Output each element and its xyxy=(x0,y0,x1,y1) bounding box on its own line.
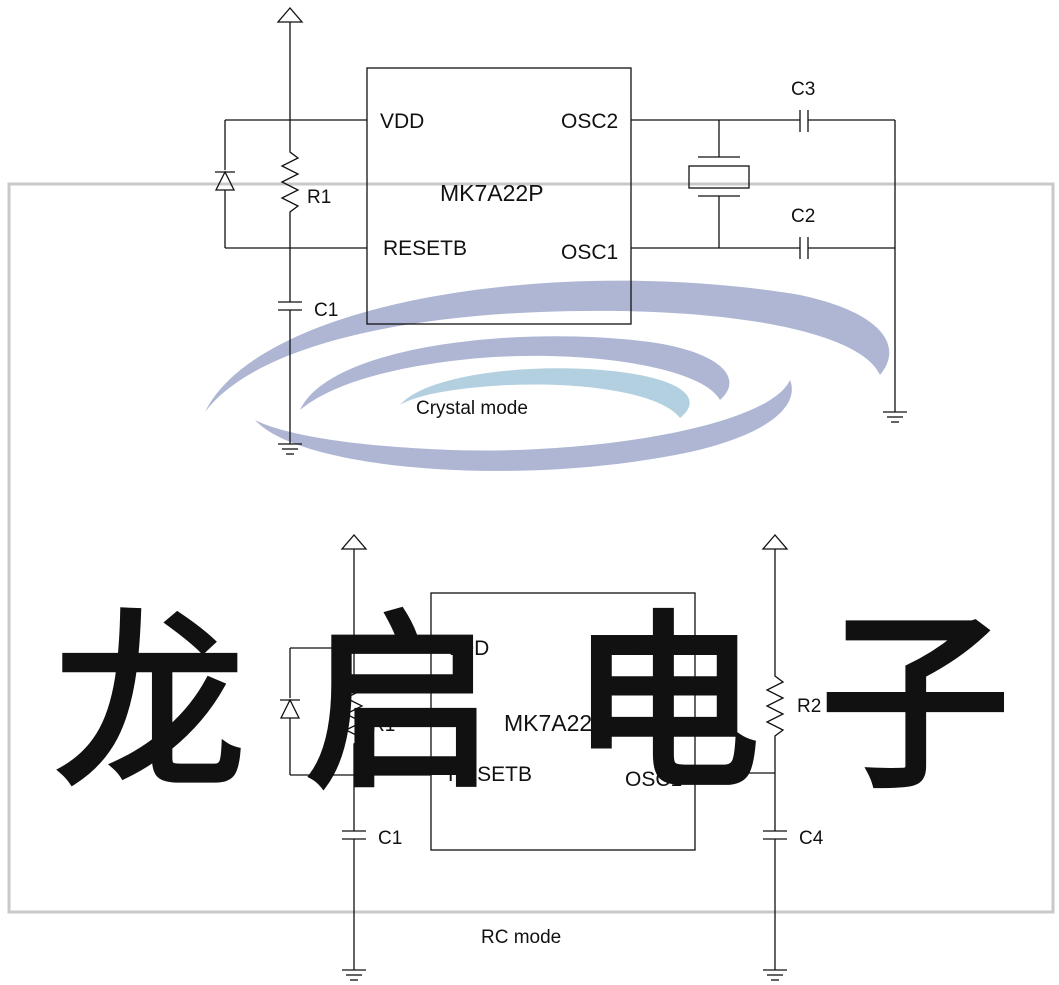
chip-body-crystal xyxy=(366,67,632,325)
watermark-frame xyxy=(7,182,1055,914)
crystal-osc2-pin-label: OSC2 xyxy=(561,110,618,133)
rc-diode-icon xyxy=(279,698,301,719)
crystal-chip-name: MK7A22P xyxy=(440,180,544,206)
rc-r1-resistor-icon xyxy=(344,680,364,748)
rc-c4-capacitor-icon xyxy=(763,830,787,840)
rc-ground-icon-right xyxy=(763,969,787,981)
swirl-outer-arc xyxy=(205,280,890,412)
crystal-mode-circuit xyxy=(214,7,907,455)
crystal-mode-caption: Crystal mode xyxy=(416,398,528,419)
crystal-c2-label: C2 xyxy=(791,206,815,227)
crystal-r1-label: R1 xyxy=(307,187,331,208)
crystal-c3-label: C3 xyxy=(791,79,815,100)
rc-chip-name: MK7A22P xyxy=(504,710,608,736)
swirl-lower-arc xyxy=(255,380,792,471)
rc-ground-icon-left xyxy=(342,969,366,981)
r1-resistor-icon xyxy=(280,148,300,216)
ground-icon-crystal-right xyxy=(883,411,907,423)
c1-capacitor-icon xyxy=(278,301,302,311)
crystal-icon xyxy=(688,156,750,197)
watermark-char-3: 电 xyxy=(570,594,760,815)
rc-osc2-pin-label: OSC2 xyxy=(625,637,682,660)
crystal-mode-labels: VDD RESETB OSC2 OSC1 MK7A22P R1 C1 C3 C2… xyxy=(307,79,815,419)
watermark-characters: 龙 启 电 子 xyxy=(55,594,1010,815)
crystal-c1-label: C1 xyxy=(314,300,338,321)
c2-capacitor-icon xyxy=(799,237,809,259)
swirl-inner-arc xyxy=(400,368,690,418)
watermark-swirl-logo xyxy=(205,280,890,471)
watermark-char-4: 子 xyxy=(820,594,1010,815)
chip-body-rc xyxy=(430,592,696,851)
crystal-vdd-pin-label: VDD xyxy=(380,110,424,133)
vdd-supply-icon xyxy=(276,7,304,23)
rc-c1-capacitor-icon xyxy=(342,830,366,840)
c3-capacitor-icon xyxy=(799,110,809,132)
diode-icon xyxy=(214,170,236,191)
rc-vdd-pin-label: VDD xyxy=(445,637,489,660)
rc-r2-supply-icon xyxy=(761,534,789,550)
crystal-resetb-pin-label: RESETB xyxy=(383,237,467,260)
rc-c4-label: C4 xyxy=(799,828,824,849)
rc-r2-label: R2 xyxy=(797,696,821,717)
rc-resetb-pin-label: RESETB xyxy=(448,763,532,786)
rc-osc1-pin-label: OSC1 xyxy=(625,768,682,791)
watermark: 龙 启 电 子 xyxy=(7,182,1055,914)
swirl-middle-arc xyxy=(300,336,730,410)
watermark-char-1: 龙 xyxy=(55,594,245,815)
rc-vdd-supply-icon xyxy=(340,534,368,550)
rc-c1-label: C1 xyxy=(378,828,402,849)
rc-mode-caption: RC mode xyxy=(481,927,561,948)
watermark-char-2: 启 xyxy=(305,594,495,815)
crystal-osc1-pin-label: OSC1 xyxy=(561,241,618,264)
rc-r2-resistor-icon xyxy=(765,672,785,740)
rc-mode-circuit xyxy=(279,534,789,981)
rc-r1-label: R1 xyxy=(371,715,395,736)
ground-icon-c1 xyxy=(278,443,302,455)
rc-mode-labels: VDD RESETB OSC2 OSC1 MK7A22P R1 R2 C1 C4… xyxy=(371,637,824,948)
